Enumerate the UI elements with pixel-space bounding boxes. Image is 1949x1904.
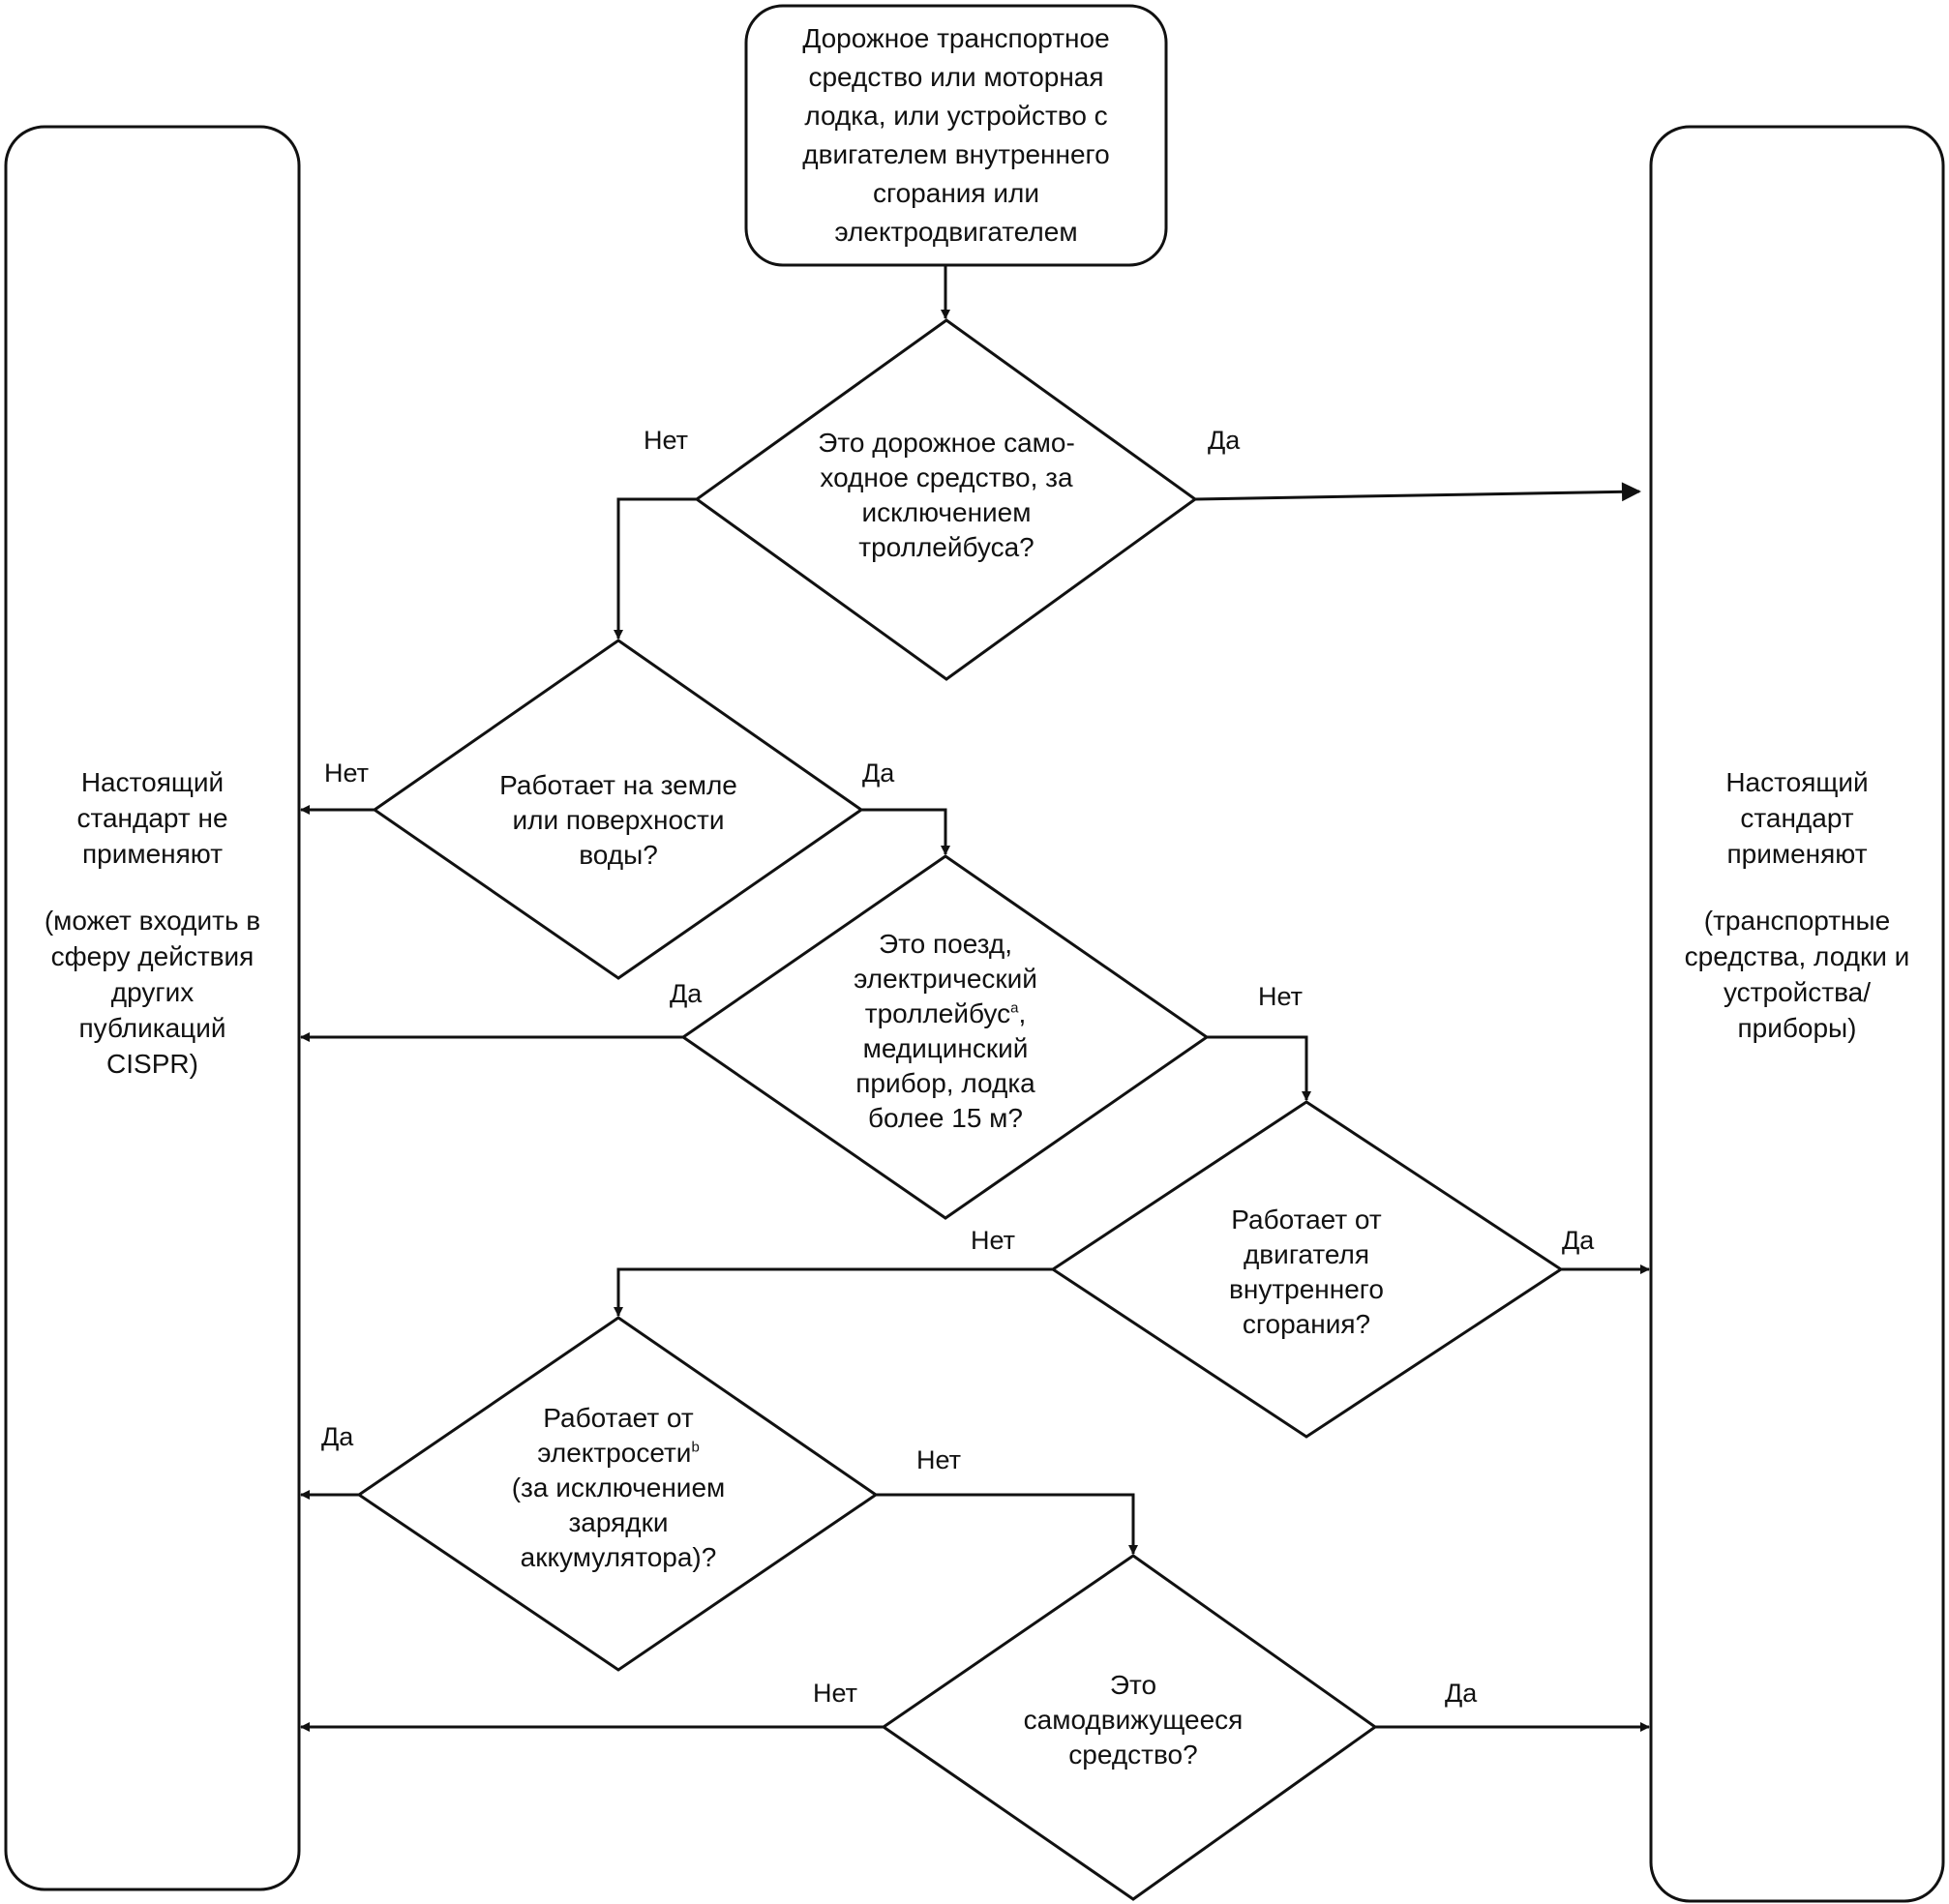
edge-label-q6-yes: Да [1445,1679,1478,1708]
decision-q5-shape [356,1316,879,1672]
q5-line-4: зарядки [568,1507,669,1537]
not-applied-note-3: других [110,977,195,1007]
start-box [744,4,1168,267]
q3-line-4: медицинский [862,1033,1029,1063]
edge-label-q4-no: Нет [971,1226,1015,1255]
q6-line-1: Это [1109,1670,1157,1700]
decision-q4-text: Работает от двигателя внутреннего сгоран… [1176,1200,1437,1345]
q3-line-3-text: троллейбус [864,998,1011,1028]
edge-label-q4-yes: Да [1562,1226,1595,1255]
q4-line-4: сгорания? [1242,1309,1371,1339]
applied-note-4: приборы) [1737,1013,1857,1043]
applied-main-1: Настоящий [1725,767,1869,797]
applied-note-1: (транспортные [1703,906,1891,936]
decision-q2-shape [372,639,864,980]
q3-footnote-a: a [1010,999,1019,1017]
edge-q5-no [876,1493,1138,1555]
decision-q6-text: Это самодвижущееся средство? [978,1662,1288,1778]
q3-line-6: более 15 м? [867,1103,1023,1133]
q3-line-1: Это поезд, [878,929,1013,959]
start-node-text: Дорожное транспортное средство или мотор… [746,6,1166,265]
terminal-applied-box [1649,125,1945,1903]
decision-q5-text: Работает от электросетиb (за исключением… [468,1396,768,1580]
q6-line-3: средство? [1068,1740,1198,1770]
applied-main-3: применяют [1726,839,1868,869]
edge-label-q2-no: Нет [324,759,369,788]
q5-line-1: Работает от [543,1403,694,1433]
q3-line-3-tail: , [1018,998,1027,1028]
q5-line-2-text: электросети [537,1438,692,1468]
terminal-not-applied-text: Настоящий стандарт не применяют (может в… [10,764,295,1093]
decision-q6-shape [881,1554,1378,1901]
q3-line-5: прибор, лодка [855,1068,1035,1098]
not-applied-note-2: сферу действия [50,941,255,971]
applied-note-3: устройства/ [1723,977,1872,1007]
q1-line-1: Это дорожное само- [818,428,1075,458]
edge-label-q6-no: Нет [813,1679,857,1708]
q5-footnote-b: b [691,1439,700,1456]
applied-main-2: стандарт [1740,803,1854,833]
q2-line-3: воды? [579,840,658,870]
start-line-3: лодка, или устройство с [804,101,1108,131]
q1-line-4: троллейбуса? [858,532,1034,562]
q4-line-2: двигателя [1243,1239,1370,1269]
not-applied-note-5: CISPR) [106,1049,198,1079]
q5-line-5: аккумулятора)? [520,1542,717,1572]
q1-line-3: исключением [861,497,1032,527]
q3-line-2: электрический [854,964,1037,994]
edge-q4-no [614,1267,1053,1317]
q4-line-3: внутреннего [1229,1274,1384,1304]
edge-q3-no [1207,1035,1311,1101]
q4-line-1: Работает от [1231,1205,1382,1235]
edge-q2-yes [861,808,950,855]
decision-q1-shape [694,318,1198,681]
edge-q1-yes [1194,482,1641,502]
start-line-6: электродвигателем [834,217,1078,247]
q5-line-2: электросетиb [537,1436,700,1471]
edge-label-q3-yes: Да [670,979,703,1008]
decision-q2-text: Работает на земле или поверхности воды? [454,767,783,874]
edge-label-q2-yes: Да [862,759,895,788]
start-line-1: Дорожное транспортное [802,23,1110,53]
q6-line-2: самодвижущееся [1023,1705,1244,1735]
edge-q1-no [614,497,697,640]
terminal-applied-text: Настоящий стандарт применяют (транспортн… [1655,764,1939,1064]
q5-line-3: (за исключением [511,1473,726,1502]
q3-line-3: троллейбусa, [865,997,1026,1031]
edge-label-q1-no: Нет [644,426,688,455]
decision-q3-shape [680,854,1210,1220]
not-applied-main-2: стандарт не [76,803,228,833]
start-line-4: двигателем внутреннего [802,139,1110,169]
edge-label-q5-yes: Да [321,1422,354,1451]
decision-q3-text: Это поезд, электрический троллейбусa, ме… [800,925,1091,1138]
not-applied-main-3: применяют [81,839,224,869]
not-applied-note-1: (может входить в [44,906,261,936]
q2-line-1: Работает на земле [499,770,737,800]
edge-label-q1-yes: Да [1208,426,1241,455]
not-applied-main-1: Настоящий [80,767,225,797]
decision-q1-text: Это дорожное само- ходное средство, за и… [772,418,1121,573]
q2-line-2: или поверхности [512,805,725,835]
terminal-not-applied-box [4,125,301,1891]
start-line-5: сгорания или [873,178,1039,208]
edge-label-q5-no: Нет [916,1445,961,1474]
not-applied-note-4: публикаций [78,1013,226,1043]
decision-q4-shape [1050,1100,1564,1439]
applied-note-2: средства, лодки и [1684,941,1910,971]
start-line-2: средство или моторная [808,62,1104,92]
q1-line-2: ходное средство, за [820,462,1073,492]
edge-label-q3-no: Нет [1258,982,1303,1011]
